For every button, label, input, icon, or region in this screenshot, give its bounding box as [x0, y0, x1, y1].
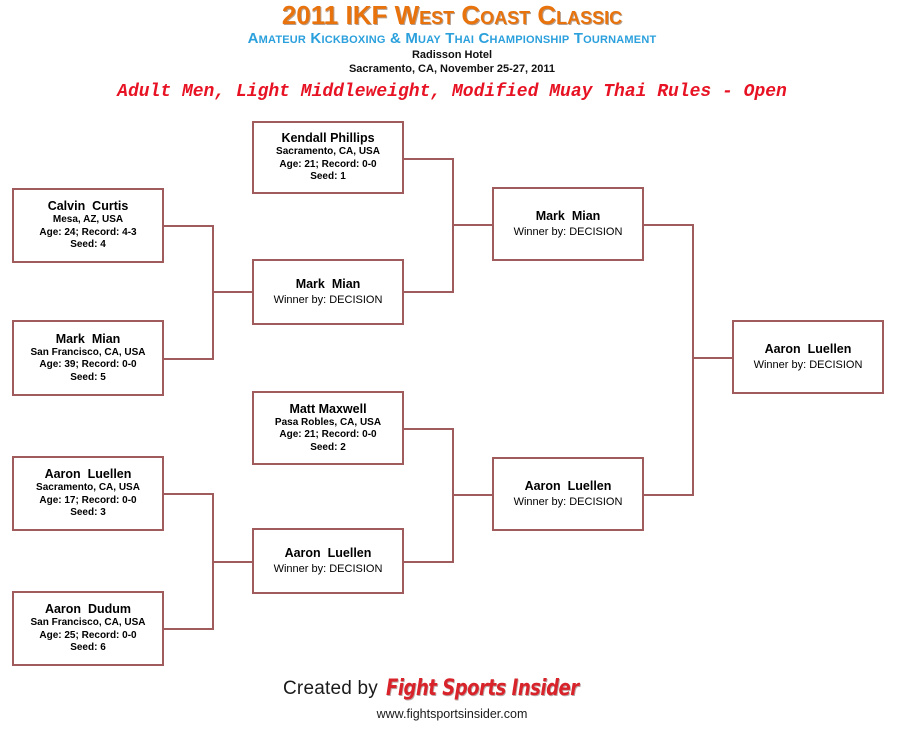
connector-line	[644, 224, 694, 226]
champion-result: Winner by: DECISION	[753, 359, 863, 371]
competitor-name: Matt Maxwell	[289, 401, 367, 416]
bracket-competitor-mark-mian[interactable]: Mark Mian San Francisco, CA, USA Age: 39…	[12, 320, 164, 396]
bracket-winner-semifinal-top[interactable]: Mark Mian Winner by: DECISION	[492, 187, 644, 261]
competitor-record: Age: 24; Record: 4-3	[39, 226, 137, 238]
connector-line	[164, 225, 214, 227]
connector-line	[692, 357, 732, 359]
division-title: Adult Men, Light Middleweight, Modified …	[117, 82, 787, 102]
bracket-competitor-aaron-dudum[interactable]: Aaron Dudum San Francisco, CA, USA Age: …	[12, 591, 164, 666]
page-title: 2011 IKF West Coast Classic	[281, 0, 623, 30]
competitor-record: Age: 39; Record: 0-0	[39, 359, 137, 371]
competitor-hometown: Mesa, AZ, USA	[52, 214, 124, 226]
bracket-competitor-calvin-curtis[interactable]: Calvin Curtis Mesa, AZ, USA Age: 24; Rec…	[12, 188, 164, 263]
connector-line	[212, 291, 252, 293]
competitor-hometown: San Francisco, CA, USA	[30, 617, 146, 629]
competitor-hometown: Pasa Robles, CA, USA	[274, 416, 382, 428]
connector-line	[212, 561, 252, 563]
competitor-name: Calvin Curtis	[47, 199, 129, 214]
competitor-seed: Seed: 5	[70, 371, 106, 383]
tournament-header: 2011 IKF West Coast Classic Amateur Kick…	[0, 0, 904, 103]
connector-line	[164, 628, 214, 630]
competitor-seed: Seed: 3	[70, 507, 106, 519]
bracket-competitor-aaron-luellen[interactable]: Aaron Luellen Sacramento, CA, USA Age: 1…	[12, 456, 164, 531]
winner-result: Winner by: DECISION	[513, 226, 623, 238]
competitor-seed: Seed: 2	[310, 441, 346, 453]
connector-line	[452, 224, 492, 226]
bracket-winner-semifinal-bottom[interactable]: Aaron Luellen Winner by: DECISION	[492, 457, 644, 531]
connector-line	[452, 494, 492, 496]
competitor-hometown: Sacramento, CA, USA	[36, 482, 140, 494]
bracket-competitor-kendall-phillips[interactable]: Kendall Phillips Sacramento, CA, USA Age…	[252, 121, 404, 194]
competitor-seed: Seed: 6	[70, 642, 106, 654]
competitor-name: Aaron Luellen	[44, 467, 132, 482]
connector-line	[164, 493, 214, 495]
champion-name: Aaron Luellen	[764, 342, 852, 356]
winner-result: Winner by: DECISION	[513, 496, 623, 508]
venue-name: Radisson Hotel	[411, 49, 493, 61]
bracket-champion[interactable]: Aaron Luellen Winner by: DECISION	[732, 320, 884, 394]
page-subtitle: Amateur Kickboxing & Muay Thai Champions…	[247, 30, 657, 47]
competitor-seed: Seed: 1	[310, 171, 346, 183]
winner-name: Mark Mian	[295, 277, 361, 291]
competitor-record: Age: 25; Record: 0-0	[39, 629, 137, 641]
credit-label: Created by	[283, 677, 378, 699]
winner-name: Aaron Luellen	[284, 546, 372, 560]
competitor-name: Kendall Phillips	[281, 131, 375, 146]
winner-name: Aaron Luellen	[524, 479, 612, 493]
venue-date: Sacramento, CA, November 25-27, 2011	[348, 63, 556, 75]
bracket-winner-round2-bottom[interactable]: Aaron Luellen Winner by: DECISION	[252, 528, 404, 594]
competitor-record: Age: 17; Record: 0-0	[39, 494, 137, 506]
competitor-hometown: San Francisco, CA, USA	[30, 346, 146, 358]
connector-line	[404, 291, 454, 293]
connector-line	[164, 358, 214, 360]
connector-line	[404, 158, 454, 160]
bracket-winner-round2-top[interactable]: Mark Mian Winner by: DECISION	[252, 259, 404, 325]
connector-line	[644, 494, 694, 496]
credit-row: Created by Fight Sports Insider	[0, 676, 904, 701]
connector-line	[404, 428, 454, 430]
competitor-name: Aaron Dudum	[44, 602, 132, 617]
bracket-competitor-matt-maxwell[interactable]: Matt Maxwell Pasa Robles, CA, USA Age: 2…	[252, 391, 404, 465]
competitor-hometown: Sacramento, CA, USA	[276, 146, 380, 158]
competitor-seed: Seed: 4	[70, 239, 106, 251]
competitor-record: Age: 21; Record: 0-0	[279, 158, 377, 170]
winner-result: Winner by: DECISION	[273, 563, 383, 575]
winner-result: Winner by: DECISION	[273, 294, 383, 306]
connector-line	[404, 561, 454, 563]
connector-line	[692, 224, 694, 496]
competitor-record: Age: 21; Record: 0-0	[279, 429, 377, 441]
competitor-name: Mark Mian	[55, 331, 121, 346]
fight-sports-insider-logo: Fight Sports Insider	[385, 676, 579, 701]
footer: Created by Fight Sports Insider www.figh…	[0, 676, 904, 721]
website-url[interactable]: www.fightsportsinsider.com	[376, 707, 528, 721]
winner-name: Mark Mian	[535, 209, 601, 223]
